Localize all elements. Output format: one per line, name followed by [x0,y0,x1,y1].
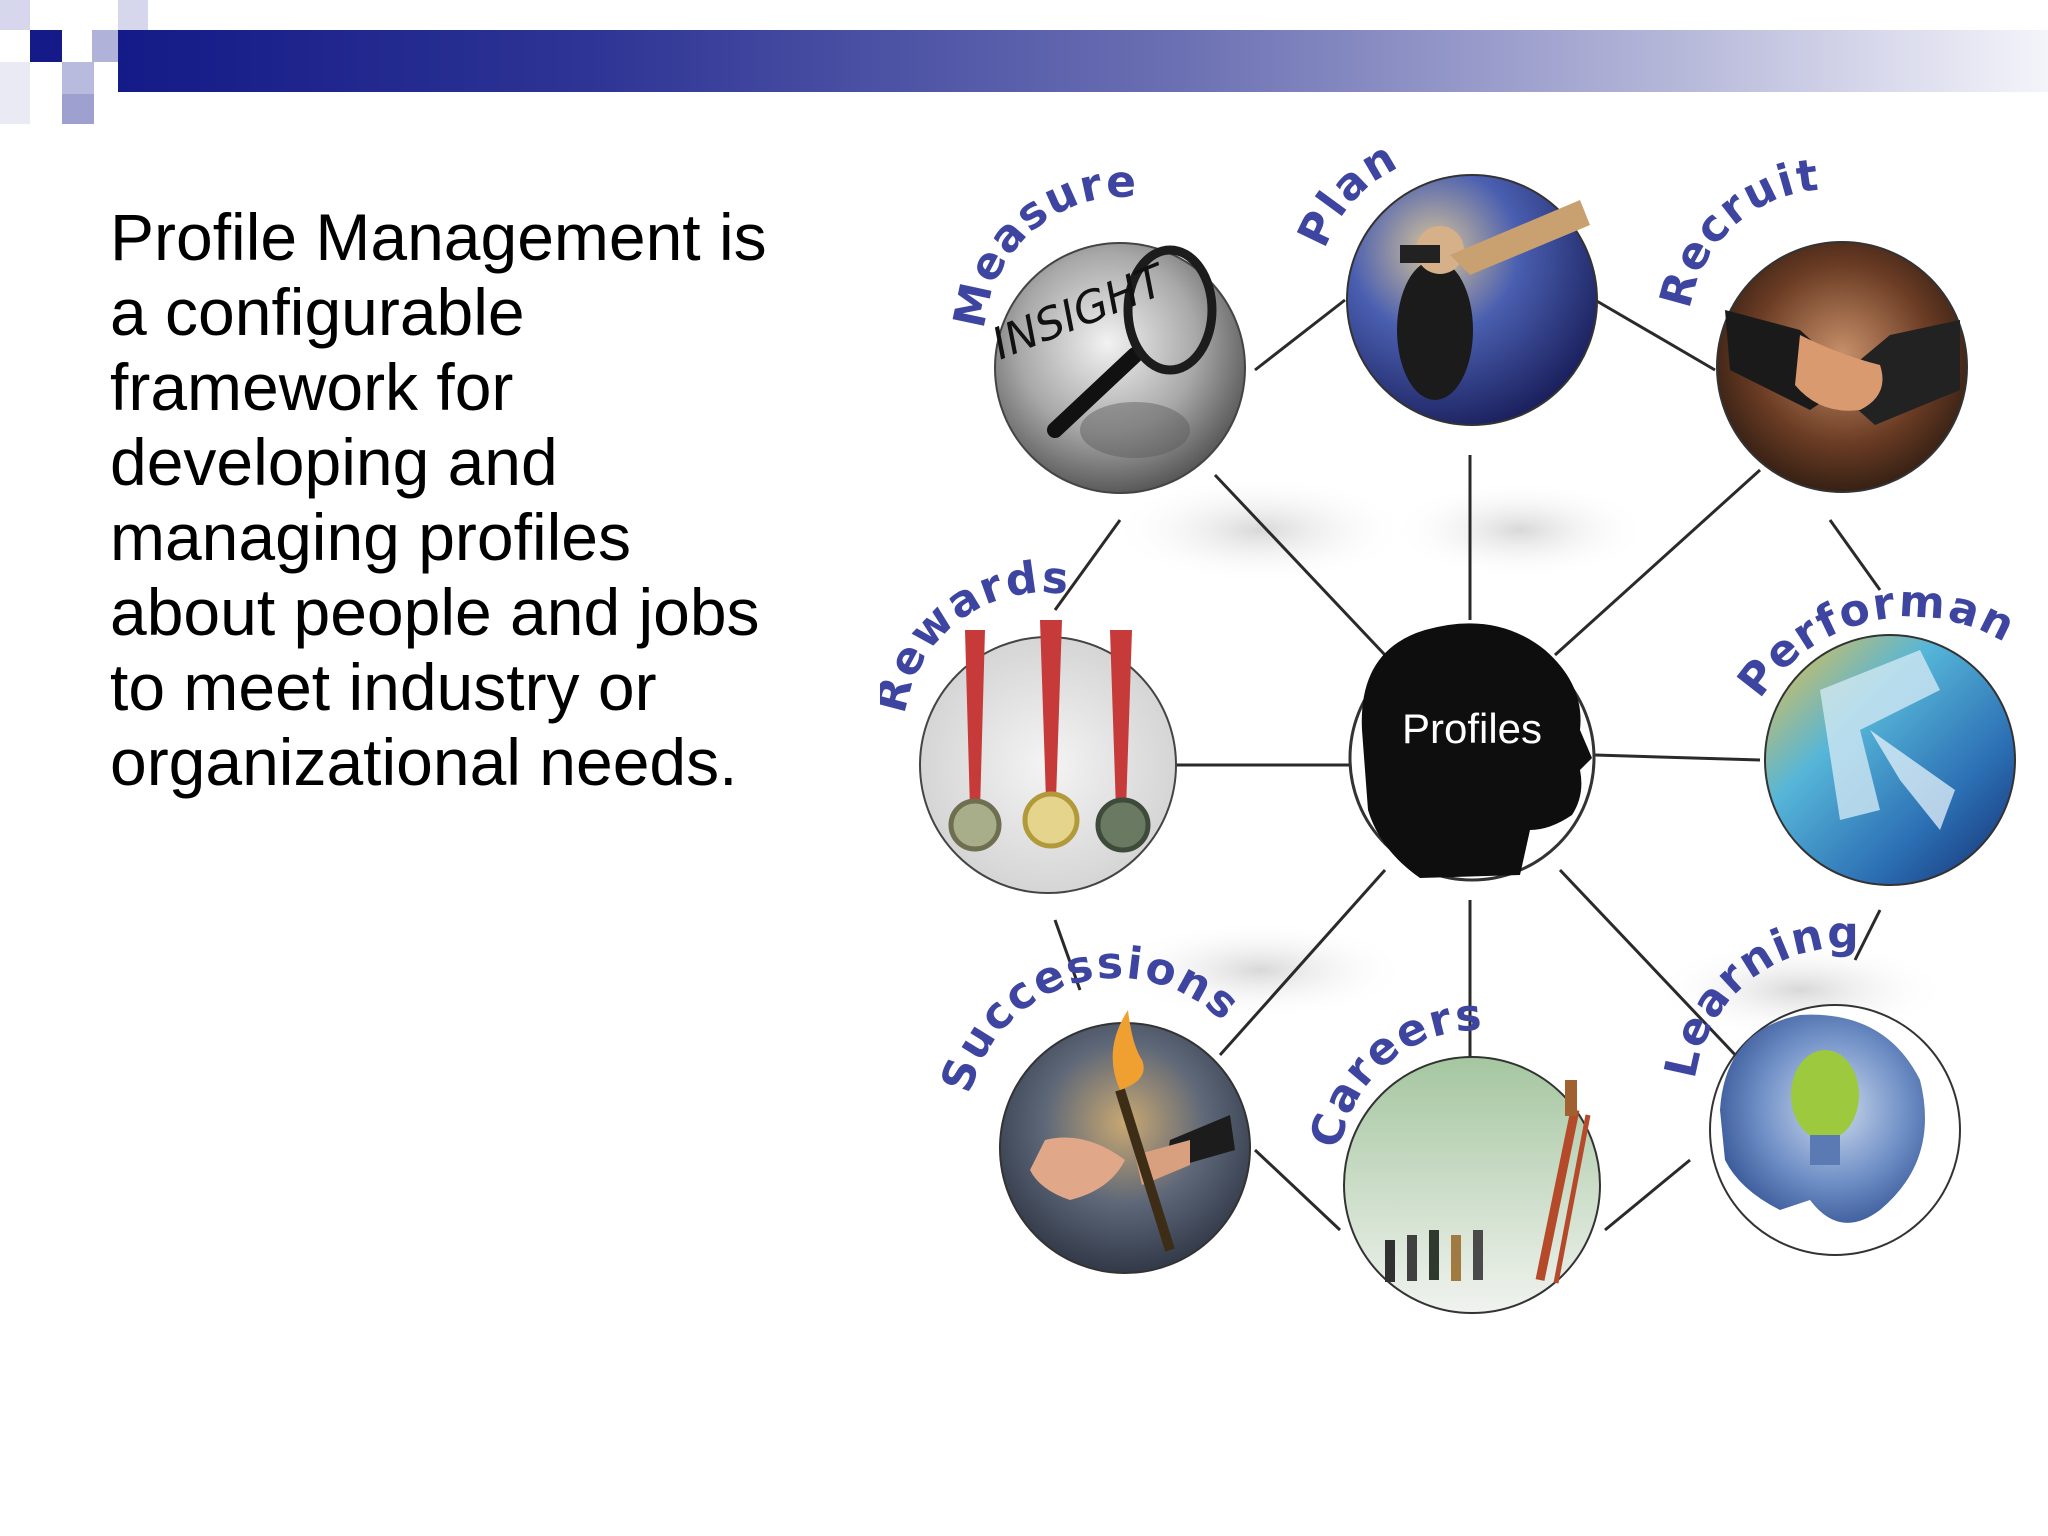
node-profiles-center: Profiles [1348,623,1596,882]
header-square-light-2 [118,0,148,30]
torch-handoff-icon [1030,1010,1235,1252]
connector-lines [1053,298,1882,1232]
profiles-hub-diagram: INSIGHT Measure Plan [880,130,2022,1314]
node-successions: Successions [931,938,1251,1274]
handshake-icon [1725,310,1960,425]
header-square-light-3 [0,62,30,124]
header-square-dark [30,30,62,62]
header-square-light-1 [0,0,30,30]
node-plan: Plan [1288,131,1598,426]
node-recruit: Recruit [1650,150,1968,493]
shadow [1390,480,1650,580]
header-square-mid-2 [62,62,94,94]
binoculars-person-icon [1397,200,1590,400]
head-silhouette-icon [1361,623,1592,878]
shadow [1110,475,1410,585]
node-rewards: Rewards [880,552,1177,894]
center-label: Profiles [1402,705,1542,752]
body-text: Profile Management is a configurable fra… [110,200,767,799]
node-careers: Careers [1300,989,1601,1314]
medals-icon [948,620,1151,853]
header-square-mid-3 [62,94,94,124]
header-bar [118,30,2048,92]
runner-icon [1820,650,1955,830]
career-ladder-icon [1385,1080,1591,1284]
node-measure: INSIGHT Measure [944,156,1246,494]
lightbulb-head-icon [1720,1014,1925,1223]
shadow [1110,920,1410,1020]
